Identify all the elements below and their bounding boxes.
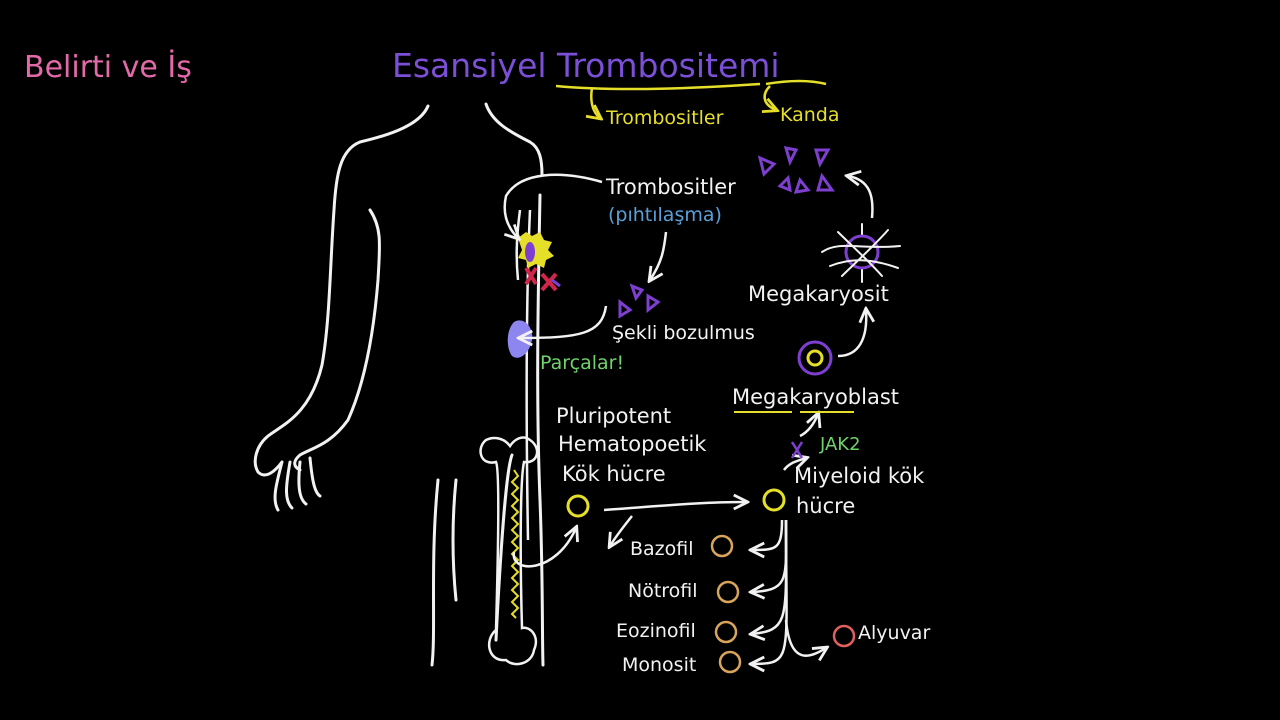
label-monocyte: Monosit [622, 654, 697, 676]
title-meaning-platelets: Trombositler [606, 107, 724, 129]
eosinophil-cell [714, 620, 738, 644]
topic-title: Belirti ve İş [24, 50, 192, 85]
title-underlines [555, 79, 827, 118]
label-myeloid-line2: hücre [796, 494, 856, 518]
erythrocyte-cell [832, 624, 856, 648]
label-erythrocyte: Alyuvar [858, 622, 931, 644]
bone-marrow-squiggle [510, 469, 520, 619]
label-megakaryoblast: Megakaryoblast [732, 385, 900, 409]
label-platelets: Trombositler [606, 175, 736, 199]
label-stem-cell-line2: Hematopoetik [558, 432, 707, 456]
platelets-group [618, 146, 835, 319]
pluripotent-stem-cell [566, 494, 590, 518]
label-clotting: (pıhtılaşma) [608, 204, 722, 226]
monocyte-cell [718, 650, 742, 674]
label-stem-cell-line3: Kök hücre [562, 462, 666, 486]
jak2-mutation-mark [790, 441, 804, 459]
page-title: Esansiyel Trombositemi [392, 46, 780, 85]
human-body-outline [253, 102, 545, 667]
label-fragments: Parçalar! [540, 352, 625, 374]
neutrophil-cell [716, 580, 740, 604]
label-megakaryocyte: Megakaryosit [748, 282, 889, 306]
femur-bone [479, 436, 539, 666]
label-stem-cell-line1: Pluripotent [556, 404, 672, 428]
myeloid-stem-cell [762, 488, 786, 512]
label-neutrophil: Nötrofil [628, 580, 698, 602]
label-myeloid-line1: Miyeloid kök [794, 464, 925, 488]
basophil-cell [710, 534, 734, 558]
label-basophil: Bazofil [630, 538, 694, 560]
platelet-clot [518, 232, 561, 292]
label-eosinophil: Eozinofil [616, 620, 696, 642]
label-deformed: Şekli bozulmus [612, 322, 755, 344]
megakaryoblast-cell [797, 340, 833, 376]
megakaryocyte-cell [821, 223, 901, 283]
flow-arrows [503, 175, 873, 664]
title-meaning-blood: Kanda [780, 104, 840, 126]
label-jak2: JAK2 [820, 434, 861, 455]
